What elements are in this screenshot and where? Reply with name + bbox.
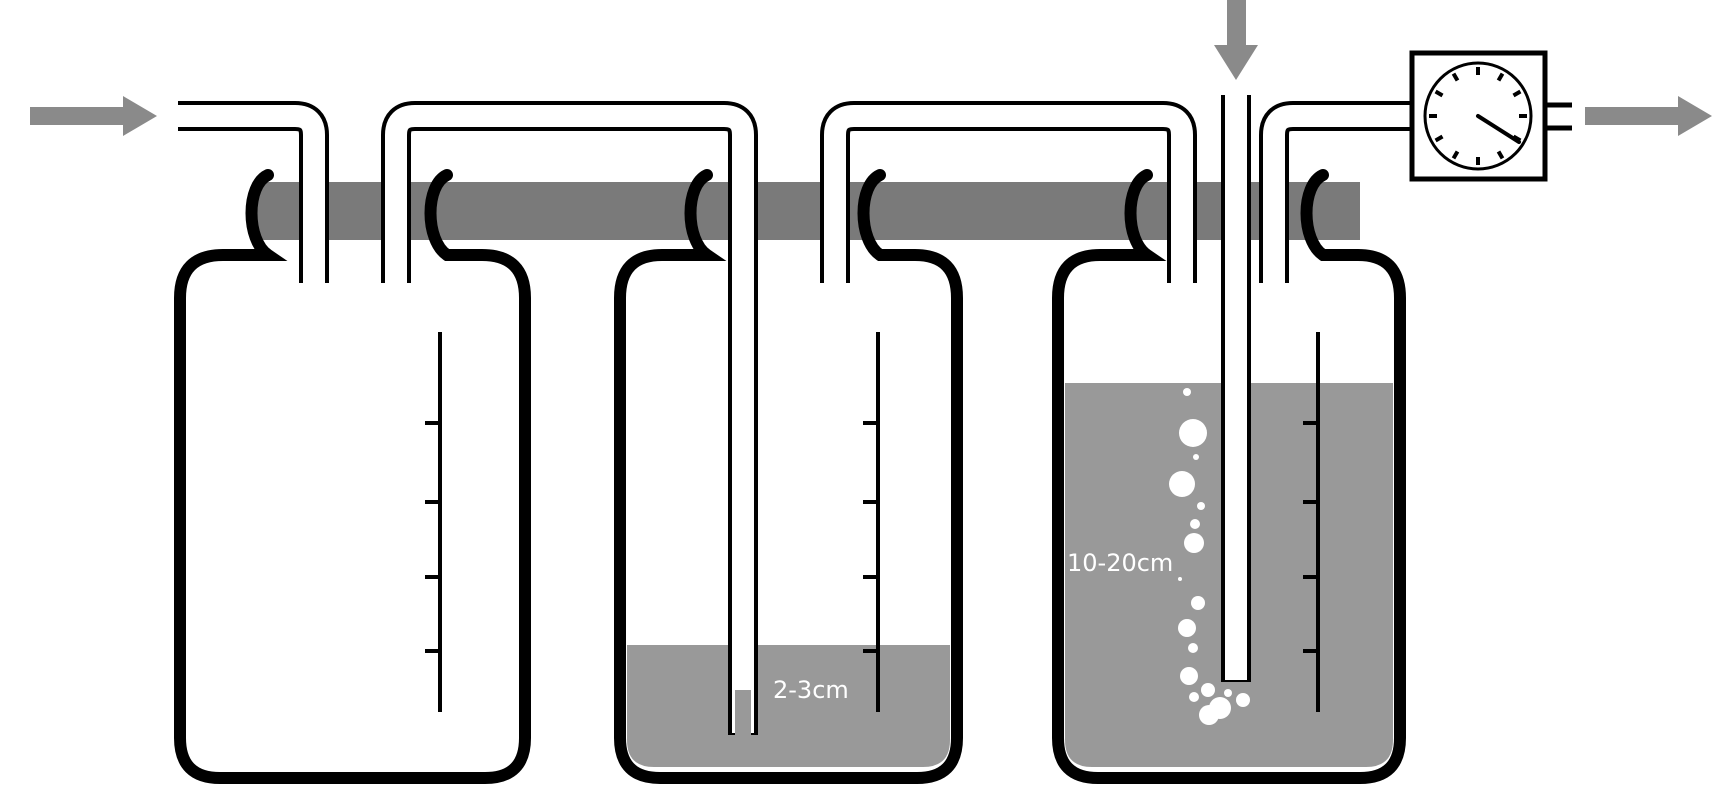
gauge <box>1409 50 1572 182</box>
tubes <box>174 91 1416 740</box>
bottle-1 <box>174 169 531 784</box>
bottle2-scale <box>863 332 880 712</box>
bottle1-scale <box>425 332 442 712</box>
tube-inner <box>174 91 1416 733</box>
bottle2-liquid <box>627 645 950 767</box>
vent-arrow-down-icon <box>1214 0 1258 80</box>
outlet-arrow-icon <box>1585 96 1712 136</box>
bottles <box>174 169 1406 784</box>
gauge-needle <box>1476 114 1521 144</box>
bubbles <box>1169 388 1250 725</box>
graduation-scales <box>425 332 1320 712</box>
bottle3-depth-label: 10-20cm <box>1067 549 1173 577</box>
inlet-arrow-icon <box>30 96 157 136</box>
bottle-2 <box>614 169 963 784</box>
bottle3-scale <box>1303 332 1320 712</box>
bottle-3 <box>1052 169 1406 784</box>
tube2-tip-gap <box>735 690 751 740</box>
bottle2-depth-label: 2-3cm <box>773 676 849 704</box>
arrows <box>30 0 1712 136</box>
